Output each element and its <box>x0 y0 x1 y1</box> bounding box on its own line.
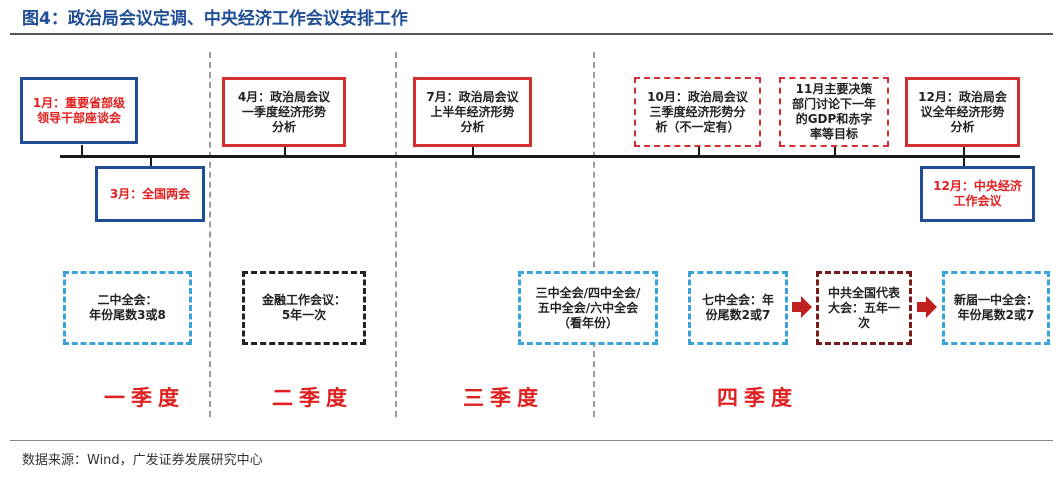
quarter-label-q4: 四季度 <box>717 386 798 410</box>
tick-mar <box>150 157 152 167</box>
financial-work-conference: 金融工作会议： 5年一次 <box>242 271 366 345</box>
title-divider <box>10 33 1053 35</box>
quarter-label-q1: 一季度 <box>104 386 185 410</box>
tick-jul <box>472 145 474 155</box>
event-oct-politburo: 10月：政治局会议 三季度经济形势分 析（不一定有） <box>634 77 761 147</box>
plenary-seventh: 七中全会：年 份尾数2或7 <box>688 271 788 345</box>
tick-oct <box>698 145 700 155</box>
new-first-plenary: 新届一中全会： 年份尾数2或7 <box>942 271 1050 345</box>
event-jul-politburo: 7月：政治局会议 上半年经济形势 分析 <box>413 77 532 147</box>
tick-nov <box>834 145 836 155</box>
tick-jan <box>81 145 83 155</box>
event-mar-two-sessions: 3月：全国两会 <box>95 166 205 222</box>
quarter-separator-1 <box>209 52 211 417</box>
quarter-label-q2: 二季度 <box>272 386 353 410</box>
plenary-third-to-sixth: 三中全会/四中全会/ 五中全会/六中全会 （看年份） <box>518 271 658 345</box>
quarter-label-q3: 三季度 <box>463 386 544 410</box>
event-jan-cadre-meeting: 1月：重要省部级 领导干部座谈会 <box>20 77 138 144</box>
quarter-separator-3 <box>593 52 595 417</box>
quarter-separator-2 <box>395 52 397 417</box>
tick-dec-cewc <box>963 157 965 167</box>
event-dec-economic-work-conference: 12月：中央经济 工作会议 <box>920 166 1035 222</box>
timeline-axis <box>60 155 1020 158</box>
figure-title: 图4：政治局会议定调、中央经济工作会议安排工作 <box>22 9 408 29</box>
plenary-second: 二中全会： 年份尾数3或8 <box>63 271 192 345</box>
footer-divider <box>10 440 1053 441</box>
event-dec-politburo: 12月：政治局会 议全年经济形势 分析 <box>905 77 1020 147</box>
tick-apr <box>284 145 286 155</box>
arrow-right-icon <box>792 296 812 318</box>
event-apr-politburo: 4月：政治局会议 一季度经济形势 分析 <box>222 77 346 147</box>
tick-dec-politburo <box>963 145 965 155</box>
national-congress: 中共全国代表 大会：五年一 次 <box>816 271 912 345</box>
event-nov-target-discussion: 11月主要决策 部门讨论下一年 的GDP和赤字 率等目标 <box>779 77 889 147</box>
source-note: 数据来源：Wind，广发证券发展研究中心 <box>22 453 263 468</box>
arrow-right-icon <box>917 296 937 318</box>
